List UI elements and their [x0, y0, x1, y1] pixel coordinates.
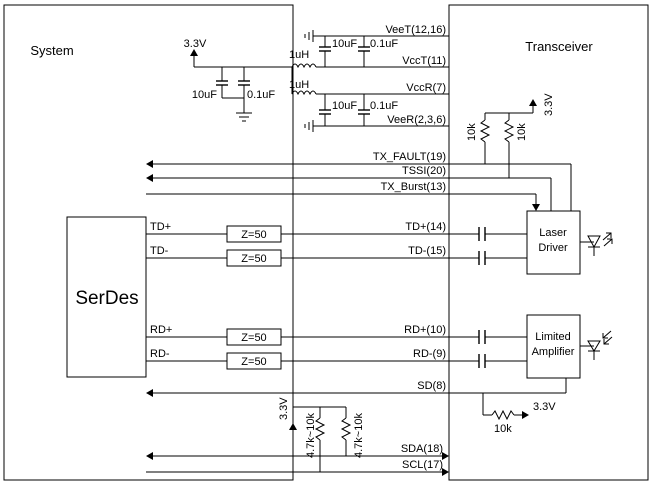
tx-burst-label: TX_Burst(13) [381, 181, 446, 193]
td-minus-serdes: TD- [150, 245, 169, 257]
cap-01uf-rx: 0.1uF [370, 100, 398, 112]
supply-right-top-label: 3.3V [543, 93, 555, 116]
inductor-top: 1uH [289, 49, 309, 61]
td-plus-impedance [226, 225, 282, 243]
rd-minus-impedance-label: Z=50 [241, 356, 266, 368]
limited-amplifier-line2: Amplifier [532, 346, 575, 358]
cap-01uf-tx: 0.1uF [370, 38, 398, 50]
sd-label: SD(8) [417, 380, 446, 392]
transceiver-label: Transceiver [525, 39, 593, 54]
tx-fault-label: TX_FAULT(19) [373, 151, 446, 163]
i2c-pullup-a-label: 4.7k~10k [305, 413, 317, 458]
rd-plus-pin: RD+(10) [404, 324, 446, 336]
td-plus-serdes: TD+ [150, 221, 171, 233]
rd-plus-serdes: RD+ [150, 324, 172, 336]
rd-minus-pin: RD-(9) [413, 348, 446, 360]
inductor-bottom: 1uH [289, 79, 309, 91]
td-minus-impedance [226, 249, 282, 267]
vcct-label: VccT(11) [402, 55, 446, 67]
i2c-pullup-b-label: 4.7k~10k [353, 413, 365, 458]
pullup-2-label: 10k [516, 123, 528, 141]
sd-resistor-label: 10k [494, 423, 512, 435]
cap-01uf-left: 0.1uF [247, 89, 275, 101]
cap-10uf-rx: 10uF [332, 100, 357, 112]
rd-plus-impedance-label: Z=50 [241, 332, 266, 344]
laser-driver-block [526, 210, 581, 275]
td-plus-pin: TD+(14) [405, 221, 446, 233]
td-minus-impedance-label: Z=50 [241, 253, 266, 265]
laser-driver-line1: Laser [539, 227, 567, 239]
td-plus-impedance-label: Z=50 [241, 229, 266, 241]
limited-amplifier-block [526, 314, 581, 379]
td-minus-pin: TD-(15) [408, 245, 446, 257]
limited-amplifier-line1: Limited [535, 331, 570, 343]
tssi-label: TSSI(20) [402, 165, 446, 177]
pullup-1-label: 10k [466, 123, 478, 141]
rd-minus-serdes: RD- [150, 348, 170, 360]
rd-minus-impedance [226, 352, 282, 370]
system-label: System [30, 43, 73, 58]
supply-i2c-label: 3.3V [278, 397, 290, 420]
scl-label: SCL(17) [402, 459, 443, 471]
veer-label: VeeR(2,3,6) [387, 114, 446, 126]
vccr-label: VccR(7) [406, 82, 446, 94]
sda-label: SDA(18) [401, 443, 443, 455]
laser-driver-line2: Driver [538, 242, 568, 254]
supply-sd-label: 3.3V [533, 401, 556, 413]
cap-10uf-tx: 10uF [332, 38, 357, 50]
serdes-label: SerDes [75, 288, 138, 309]
cap-10uf-left: 10uF [192, 89, 217, 101]
supply-left-label: 3.3V [184, 38, 207, 50]
rd-plus-impedance [226, 328, 282, 346]
serdes-block [66, 216, 147, 378]
veet-label: VeeT(12,16) [385, 24, 446, 36]
